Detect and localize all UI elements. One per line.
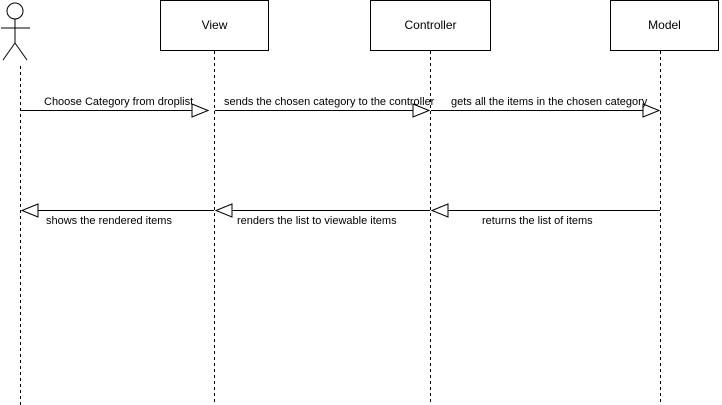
message-arrow-show-items: [20, 203, 214, 218]
message-label-get-items: gets all the items in the chosen categor…: [451, 96, 648, 108]
message-arrow-choose-category: [21, 103, 210, 118]
controller-participant-label: Controller: [404, 18, 456, 32]
message-label-return-list: returns the list of items: [482, 215, 593, 227]
view-participant-label: View: [202, 18, 228, 32]
message-label-show-items: shows the rendered items: [46, 215, 172, 227]
message-label-choose-category: Choose Category from droplist: [44, 96, 193, 108]
user-actor-icon: [1, 2, 30, 61]
message-label-send-category: sends the chosen category to the control…: [224, 96, 435, 108]
model-participant-label: Model: [648, 18, 681, 32]
message-label-render-list: renders the list to viewable items: [237, 215, 397, 227]
message-arrow-send-category: [215, 103, 431, 118]
view-participant-box: View: [160, 0, 269, 51]
message-arrow-return-list: [430, 203, 660, 218]
model-participant-box: Model: [610, 0, 719, 51]
controller-participant-box: Controller: [370, 0, 491, 51]
message-arrow-render-list: [214, 203, 430, 218]
message-arrow-get-items: [431, 103, 661, 118]
